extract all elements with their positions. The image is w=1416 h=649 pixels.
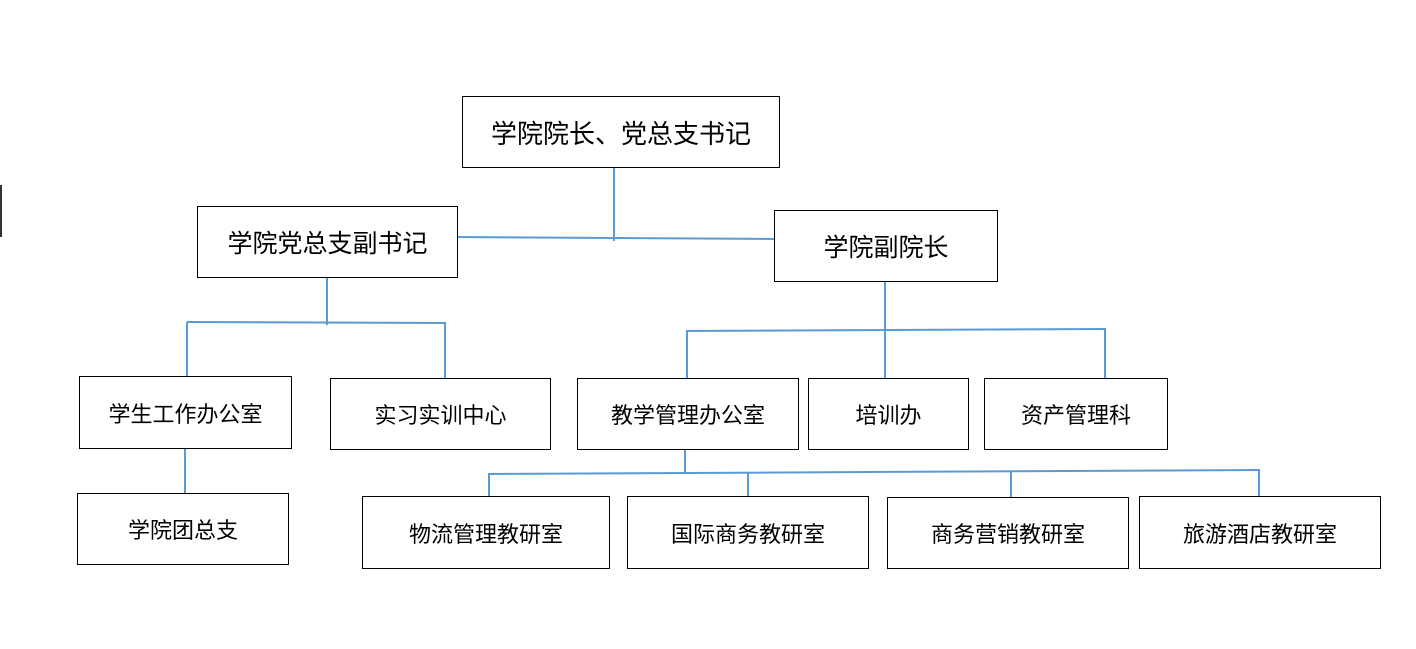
node-label: 物流管理教研室 [408, 522, 563, 548]
connector-labs-bar [487, 469, 1261, 475]
node-label: 商务营销教研室 [930, 523, 1085, 548]
node-vice-dean: 学院副院长 [774, 210, 998, 282]
node-party-deputy-secretary: 学院党总支副书记 [197, 206, 458, 278]
connector-party-deputy-bar [186, 321, 447, 324]
node-label: 学院院长、党总支书记 [490, 119, 751, 150]
node-label: 学院团总支 [127, 519, 238, 544]
node-label: 旅游酒店教研室 [1182, 522, 1337, 548]
node-youth-league: 学院团总支 [77, 493, 289, 565]
node-label: 实习实训中心 [374, 404, 507, 429]
node-label: 学院副院长 [823, 233, 949, 262]
node-tourism-lab: 旅游酒店教研室 [1139, 496, 1381, 569]
node-marketing-lab: 商务营销教研室 [887, 497, 1129, 569]
node-asset-section: 资产管理科 [984, 378, 1168, 450]
node-student-affairs-office: 学生工作办公室 [79, 376, 292, 449]
node-label: 国际商务教研室 [670, 522, 825, 548]
left-edge-mark [0, 185, 2, 237]
node-label: 学院党总支副书记 [227, 229, 428, 258]
node-internship-center: 实习实训中心 [330, 378, 551, 450]
connector-vice-dean-bar [685, 328, 1107, 332]
node-teaching-office: 教学管理办公室 [577, 378, 799, 450]
node-dean-party-secretary: 学院院长、党总支书记 [462, 96, 780, 168]
node-training-office: 培训办 [808, 378, 969, 450]
node-label: 资产管理科 [1020, 404, 1131, 429]
node-intl-business-lab: 国际商务教研室 [627, 496, 869, 569]
connector-level1-bar [456, 236, 775, 240]
node-label: 培训办 [855, 404, 922, 429]
node-logistics-lab: 物流管理教研室 [362, 496, 610, 569]
node-label: 教学管理办公室 [610, 404, 765, 429]
node-label: 学生工作办公室 [108, 402, 263, 428]
